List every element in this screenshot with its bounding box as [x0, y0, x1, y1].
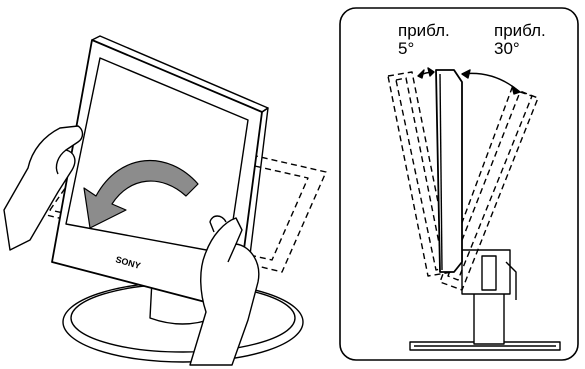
stand-column: [474, 292, 504, 344]
back-tilt-label-value: 30°: [494, 40, 520, 58]
forward-tilt-label-value: 5°: [398, 40, 414, 58]
rotating-monitor-figure: SONY: [4, 36, 326, 365]
tilt-angle-figure: [340, 8, 578, 360]
back-tilt-label-word: прибл.: [494, 22, 546, 40]
forward-tilt-label-word: прибл.: [398, 22, 450, 40]
